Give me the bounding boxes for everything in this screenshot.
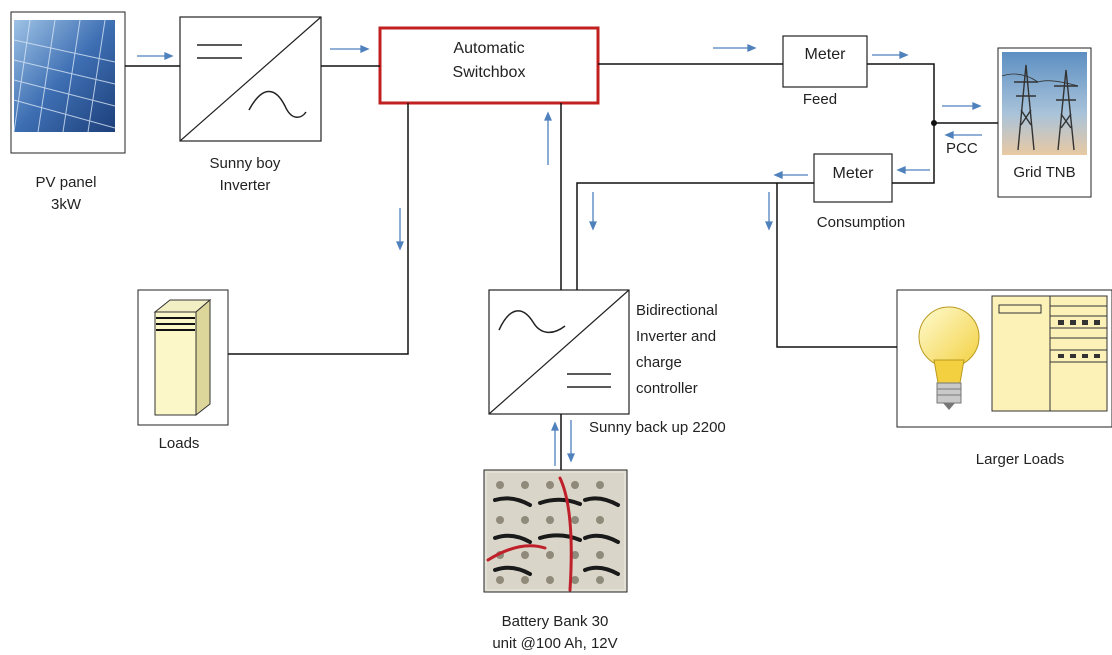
pv-panel — [11, 12, 125, 153]
pcc-label: PCC — [946, 138, 978, 160]
flow-arrow-left — [898, 167, 930, 173]
inverter-label-line1: Sunny boy — [190, 153, 300, 175]
battery-bank — [484, 470, 627, 592]
bidirectional-inverter — [489, 290, 629, 414]
loads-cabinet — [138, 290, 228, 425]
bidirectional-label-line4: controller — [636, 376, 718, 402]
sunny-boy-inverter — [180, 17, 321, 141]
grid-label: Grid TNB — [998, 162, 1091, 184]
flow-arrow-down — [590, 192, 596, 229]
meter-feed-title: Meter — [783, 43, 867, 67]
larger-loads-label: Larger Loads — [940, 449, 1100, 471]
flow-arrow-right — [872, 52, 907, 58]
pv-panel-label: PV panel 3kW — [16, 172, 116, 216]
larger-loads — [897, 290, 1112, 427]
pv-panel-label-line2: 3kW — [16, 194, 116, 216]
flow-arrow-down — [397, 208, 403, 249]
flow-arrow-down — [568, 420, 574, 461]
switchbox-label-line2: Switchbox — [382, 61, 596, 85]
bidirectional-label-line3: charge — [636, 350, 718, 376]
bidirectional-inverter-model: Sunny back up 2200 — [589, 417, 726, 439]
battery-label: Battery Bank 30 unit @100 Ah, 12V — [460, 611, 650, 655]
flow-arrow-right — [942, 103, 980, 109]
bidirectional-label-line1: Bidirectional — [636, 298, 718, 324]
meter-consumption-title: Meter — [814, 162, 892, 186]
bidirectional-inverter-label: Bidirectional Inverter and charge contro… — [636, 298, 718, 402]
flow-arrow-right — [330, 46, 368, 52]
pv-panel-label-line1: PV panel — [16, 172, 116, 194]
flow-arrow-down — [766, 192, 772, 229]
flow-arrow-up — [552, 423, 558, 466]
meter-feed-label: Feed — [790, 89, 850, 111]
pcc-junction — [931, 120, 937, 126]
inverter-label-line2: Inverter — [190, 175, 300, 197]
battery-label-line2: unit @100 Ah, 12V — [460, 633, 650, 655]
switchbox-label: Automatic Switchbox — [382, 37, 596, 85]
meter-consumption-label: Consumption — [796, 212, 926, 234]
switchbox-label-line1: Automatic — [382, 37, 596, 61]
flow-arrow-left — [775, 172, 808, 178]
flow-arrow-right — [137, 53, 172, 59]
battery-label-line1: Battery Bank 30 — [460, 611, 650, 633]
bidirectional-label-line2: Inverter and — [636, 324, 718, 350]
flow-arrow-up — [545, 113, 551, 165]
inverter-label: Sunny boy Inverter — [190, 153, 300, 197]
loads-label: Loads — [138, 433, 220, 455]
flow-arrow-right — [713, 45, 755, 51]
